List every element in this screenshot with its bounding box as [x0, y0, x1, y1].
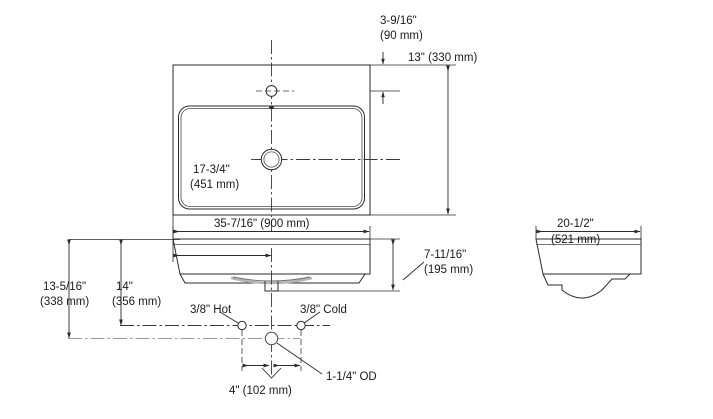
label-hot-supply: 3/8" Hot — [190, 304, 232, 316]
dim-label-depth-13in: 13" (330 mm) — [408, 52, 477, 64]
leader-drain-od — [276, 342, 323, 375]
label-drain-od: 1-1/4" OD — [326, 371, 377, 383]
dim-label-side-metric: (521 mm) — [551, 234, 600, 246]
front-view: 35-7/16" (900 mm) 7-11/16" (195 mm) 13-5… — [40, 218, 473, 397]
overflow-hole — [269, 105, 274, 110]
dim-label-13516-metric: (338 mm) — [40, 296, 89, 308]
dim-label-halfwidth-imperial: 17-3/4" — [193, 164, 230, 176]
drain-stub — [264, 281, 279, 292]
drain-hole-outer — [260, 148, 283, 171]
drain-hole-inner — [263, 151, 280, 168]
dim-label-71116-metric: (195 mm) — [424, 264, 473, 276]
label-cold-supply: 3/8" Cold — [300, 304, 347, 316]
dim-break-symbol — [261, 367, 282, 379]
dim-label-width-35716: 35-7/16" (900 mm) — [214, 218, 310, 230]
dim-label-71116-imperial: 7-11/16" — [424, 249, 466, 261]
side-view: 20-1/2" (521 mm) — [535, 218, 642, 299]
dim-label-13516-imperial: 13-5/16" — [43, 281, 86, 293]
dim-label-4in: 4" (102 mm) — [229, 385, 292, 397]
hot-supply-hole — [237, 320, 247, 331]
cold-supply-hole — [296, 320, 306, 331]
leader-71116 — [402, 261, 425, 281]
dim-label-14in-imperial: 14" — [116, 281, 133, 293]
top-view: 3-9/16" (90 mm) 13" (330 mm) 17-3/4" (45… — [172, 15, 477, 262]
leader-hot — [219, 311, 239, 324]
dim-label-offset-imperial: 3-9/16" — [380, 15, 417, 27]
dim-label-side-imperial: 20-1/2" — [557, 218, 594, 230]
side-view-body — [535, 238, 642, 275]
drain-outlet-circle — [264, 331, 279, 346]
leader-cold — [303, 311, 321, 324]
side-view-underside — [542, 273, 631, 299]
dim-label-14in-metric: (356 mm) — [112, 296, 161, 308]
dim-label-offset-metric: (90 mm) — [380, 30, 423, 42]
dim-label-halfwidth-metric: (451 mm) — [190, 179, 239, 191]
front-view-body — [172, 238, 371, 275]
